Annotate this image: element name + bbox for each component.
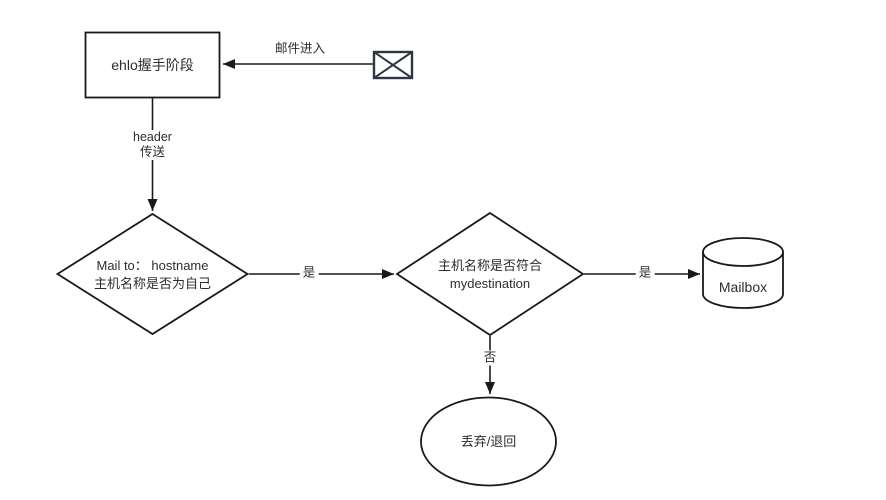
edge-no-discard-label: 否 xyxy=(480,350,500,366)
discard-ellipse-label: 丢弃/退回 xyxy=(460,433,517,449)
edge-yes-mydestination-label: 是 xyxy=(299,265,319,281)
mailto-diamond-shape xyxy=(55,212,250,336)
ehlo-box-label: ehlo握手阶段 xyxy=(111,56,194,73)
mydestination-diamond-label-line2: mydestination xyxy=(449,276,531,291)
ehlo-box-shape xyxy=(84,31,221,99)
mydestination-diamond-shape xyxy=(395,211,585,337)
mydestination-diamond-label: 主机名称是否符合 mydestination xyxy=(438,257,542,293)
edge-header-transfer-label: header 传送 xyxy=(130,130,175,160)
mailto-diamond-label: Mail to： hostname 主机名称是否为自己 xyxy=(94,257,211,293)
mailbox-cylinder-shape xyxy=(702,237,784,309)
mailbox-cylinder-label: Mailbox xyxy=(718,279,768,295)
mailto-diamond-label-line1: Mail to： hostname xyxy=(96,258,209,273)
discard-ellipse-shape xyxy=(420,396,557,487)
envelope-icon xyxy=(372,50,414,80)
mailto-diamond-label-line2: 主机名称是否为自己 xyxy=(93,276,212,291)
edge-yes-mailbox-label: 是 xyxy=(635,265,655,281)
mydestination-diamond-label-line1: 主机名称是否符合 xyxy=(437,258,543,273)
edge-mail-in-label: 邮件进入 xyxy=(271,41,329,57)
edge-header-transfer-label-line1: header xyxy=(133,130,172,144)
edge-header-transfer-label-line2: 传送 xyxy=(139,145,165,159)
